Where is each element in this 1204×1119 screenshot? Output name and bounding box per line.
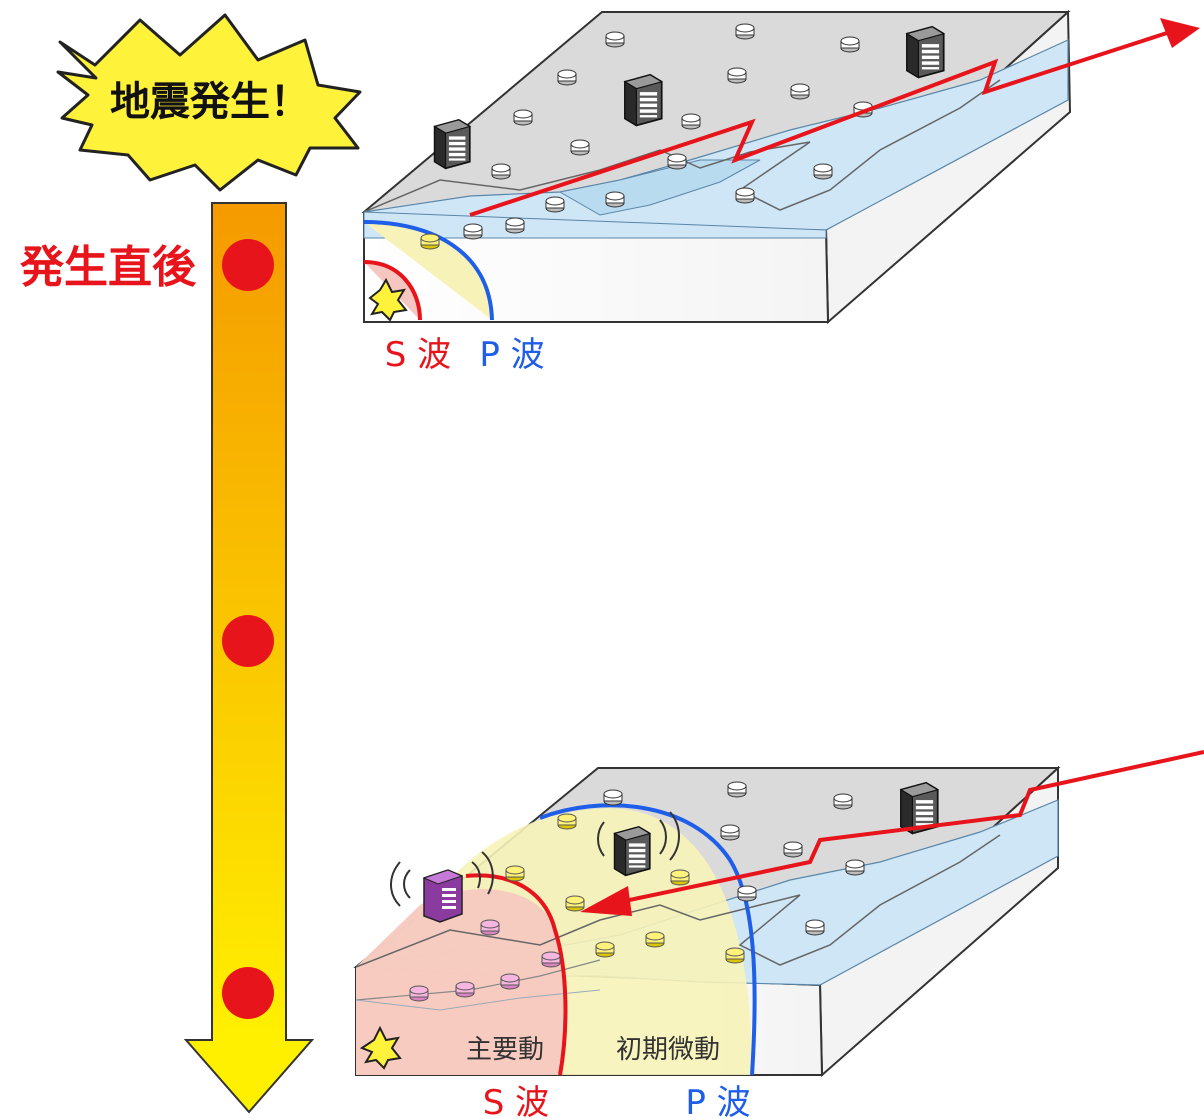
s-wave-front-bottom bbox=[465, 873, 568, 1076]
timeline-dot-1 bbox=[222, 239, 274, 291]
s-wave-label-bottom: S 波 bbox=[483, 1083, 549, 1119]
warning-receiver-icon bbox=[390, 851, 494, 923]
p-wave-label-bottom: P 波 bbox=[685, 1083, 750, 1119]
initial-tremor-label: 初期微動 bbox=[616, 1035, 720, 1065]
main-motion-label: 主要動 bbox=[466, 1035, 544, 1065]
p-wave-front-top bbox=[363, 220, 494, 321]
seismometer-icon bbox=[433, 119, 471, 170]
timeline-label: 発生直後 bbox=[19, 242, 197, 293]
panel-bottom: 主要動 初期微動 S 波 P 波 bbox=[353, 750, 1204, 1119]
timeline-dot-3 bbox=[222, 967, 274, 1019]
explosion-icon bbox=[359, 1025, 402, 1070]
explosion-icon bbox=[368, 277, 408, 322]
timeline-dot-2 bbox=[222, 615, 274, 667]
earthquake-burst: 地震発生！ bbox=[56, 13, 362, 192]
signal-line-bottom bbox=[619, 750, 1204, 904]
signal-line-top bbox=[469, 30, 1171, 217]
s-wave-label-top: S 波 bbox=[385, 335, 451, 375]
panel-top: S 波 P 波 bbox=[361, 9, 1200, 375]
timeline-arrow bbox=[183, 202, 315, 1114]
p-wave-front-bottom bbox=[539, 803, 757, 1076]
p-wave-label-top: P 波 bbox=[479, 335, 544, 375]
burst-text: 地震発生！ bbox=[110, 79, 310, 125]
